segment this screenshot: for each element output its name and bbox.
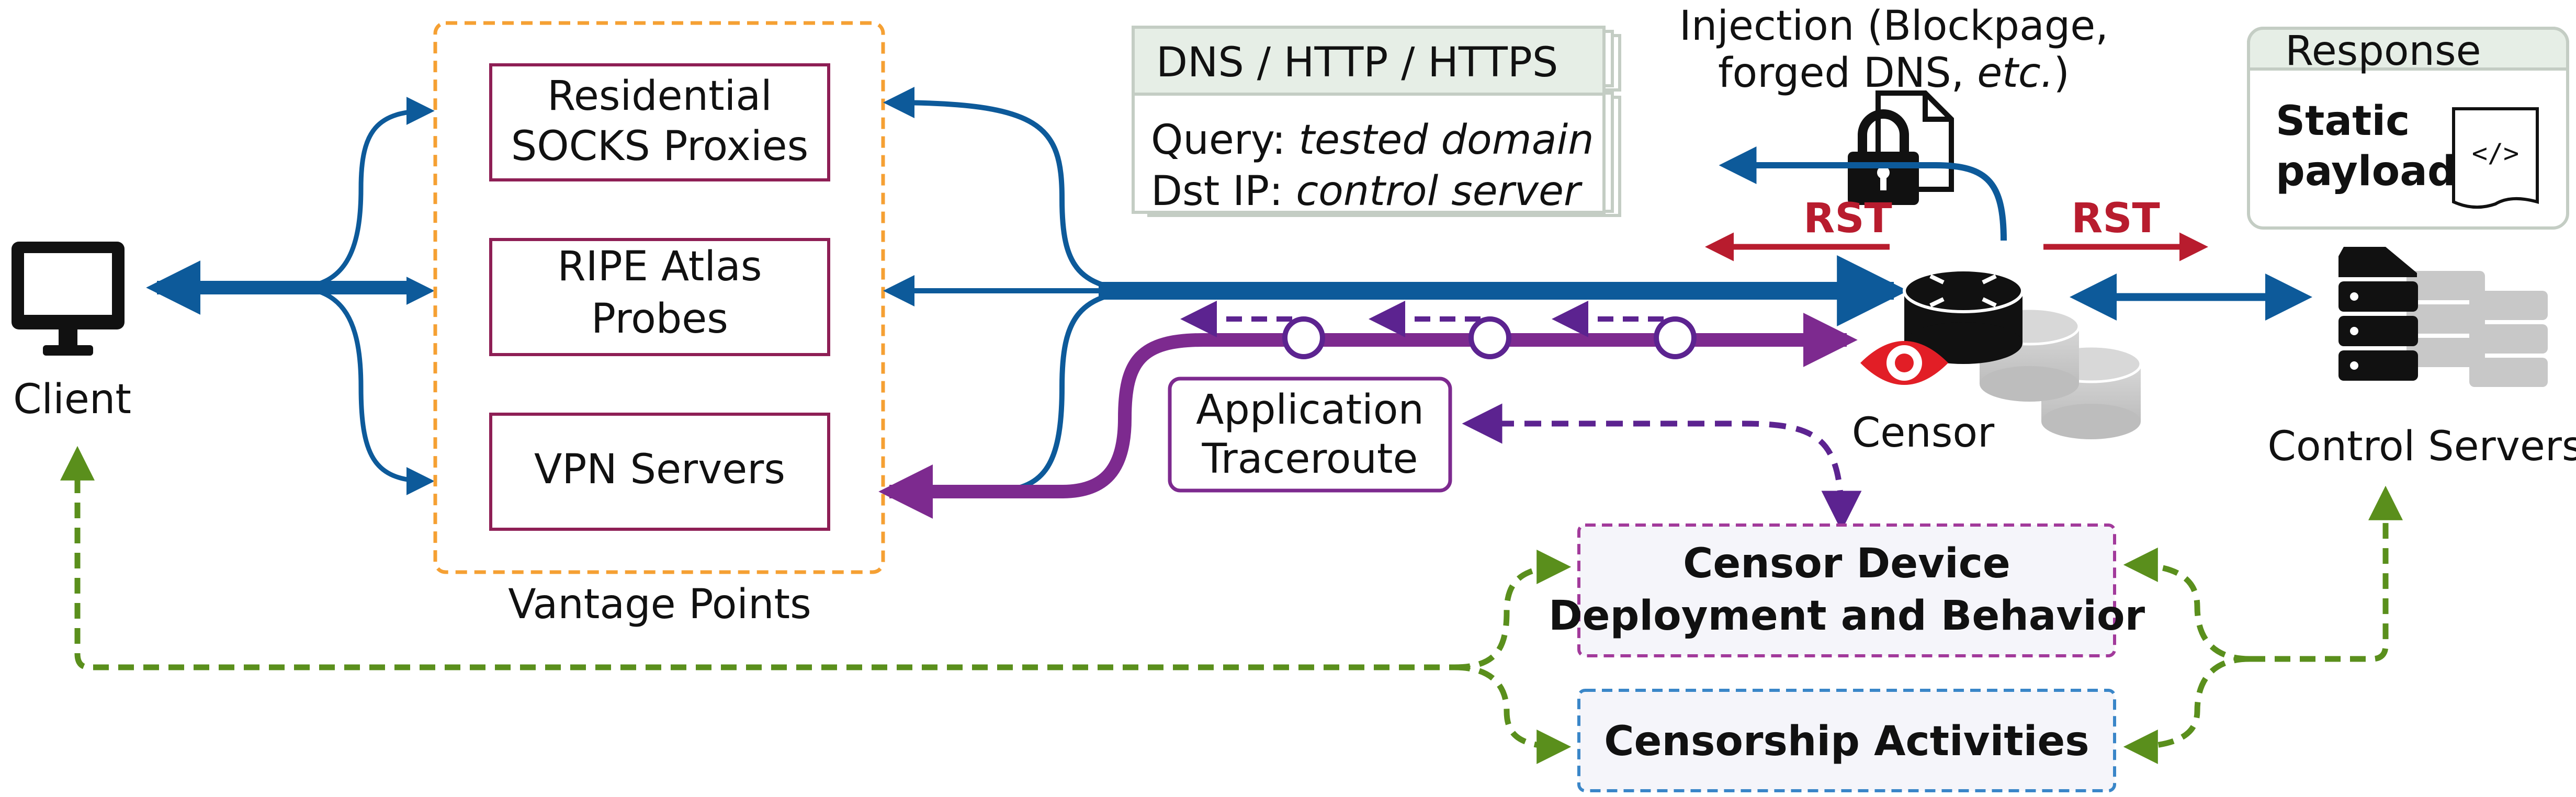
- query-value: tested domain: [1298, 117, 1594, 164]
- rst-right-label: RST: [2071, 195, 2160, 242]
- injection-line1: Injection (Blockpage,: [1679, 3, 2108, 50]
- svg-text:Query: tested domain: Query: tested domain: [1151, 117, 1594, 164]
- injection-line2-italic: etc.: [1977, 50, 2053, 97]
- control-servers-label: Control Servers: [2267, 423, 2576, 470]
- dst-ip-value: control server: [1296, 168, 1583, 215]
- censor[interactable]: Censor: [1852, 268, 2142, 457]
- hop-node: [1468, 316, 1511, 359]
- vantage-ripe-atlas[interactable]: RIPE Atlas Probes: [489, 238, 830, 356]
- query-label: Query:: [1151, 117, 1298, 164]
- hop-node: [1654, 316, 1697, 359]
- grey-server-icon: [2406, 271, 2548, 387]
- monitor-icon: [12, 242, 125, 356]
- vantage-residential-line2: SOCKS Proxies: [511, 123, 809, 170]
- rst-left: RST: [1705, 195, 1892, 261]
- application-traceroute-box[interactable]: Application Traceroute: [1168, 377, 1452, 493]
- censor-label: Censor: [1852, 409, 1995, 457]
- vantage-ripe-line1: RIPE Atlas: [558, 243, 762, 290]
- response-line2: payload: [2276, 148, 2457, 195]
- client-vantage-arrows: [146, 97, 435, 495]
- hop-node: [1282, 316, 1325, 359]
- injection: Injection (Blockpage, forged DNS, etc.): [1679, 3, 2108, 241]
- vantage-vpn-label: VPN Servers: [534, 446, 785, 493]
- traceroute-to-device-arrow: [1462, 403, 1862, 531]
- analysis-arrows: [60, 446, 2403, 764]
- injection-line2-prefix: forged DNS,: [1718, 50, 1977, 97]
- svg-text:forged DNS, etc.): forged DNS, etc.): [1718, 50, 2070, 97]
- device-line1: Censor Device: [1683, 540, 2010, 587]
- vantage-vpn-servers[interactable]: VPN Servers: [489, 413, 830, 531]
- eye-icon: [1860, 341, 1948, 385]
- query-card: DNS / HTTP / HTTPS Query: tested domain …: [1132, 26, 1621, 217]
- vantage-points-group: Residential SOCKS Proxies RIPE Atlas Pro…: [433, 21, 885, 628]
- injection-line2-suffix: ): [2054, 50, 2070, 97]
- rst-left-label: RST: [1803, 195, 1892, 242]
- vantage-residential-socks[interactable]: Residential SOCKS Proxies: [489, 63, 830, 181]
- response-line1: Static: [2276, 98, 2410, 145]
- client-label: Client: [13, 376, 131, 423]
- code-file-icon: </>: [2452, 107, 2539, 209]
- vantage-residential-line1: Residential: [547, 73, 772, 120]
- svg-text:Dst IP: control server: Dst IP: control server: [1151, 168, 1583, 215]
- activities-label: Censorship Activities: [1604, 718, 2089, 765]
- control-servers[interactable]: Control Servers: [2267, 247, 2576, 470]
- traceroute-line2: Traceroute: [1201, 436, 1418, 483]
- rst-right: RST: [2043, 195, 2208, 261]
- censorship-activities-box[interactable]: Censorship Activities: [1577, 689, 2116, 792]
- response-title: Response: [2285, 28, 2481, 75]
- query-card-protocols: DNS / HTTP / HTTPS: [1156, 39, 1558, 86]
- censor-device-box[interactable]: Censor Device Deployment and Behavior: [1549, 523, 2145, 657]
- dst-ip-label: Dst IP:: [1151, 168, 1296, 215]
- code-icon-text: </>: [2472, 138, 2519, 168]
- device-line2: Deployment and Behavior: [1549, 593, 2145, 640]
- traceroute-line1: Application: [1196, 386, 1424, 434]
- response-card: Response Static payload </>: [2247, 27, 2569, 230]
- vantage-ripe-line2: Probes: [591, 295, 728, 343]
- injection-arrow: [1719, 146, 2007, 241]
- server-icon: [2338, 247, 2418, 381]
- vantage-points-label: Vantage Points: [508, 581, 811, 628]
- client[interactable]: Client: [12, 242, 131, 423]
- traceroute-flow: [878, 301, 1858, 519]
